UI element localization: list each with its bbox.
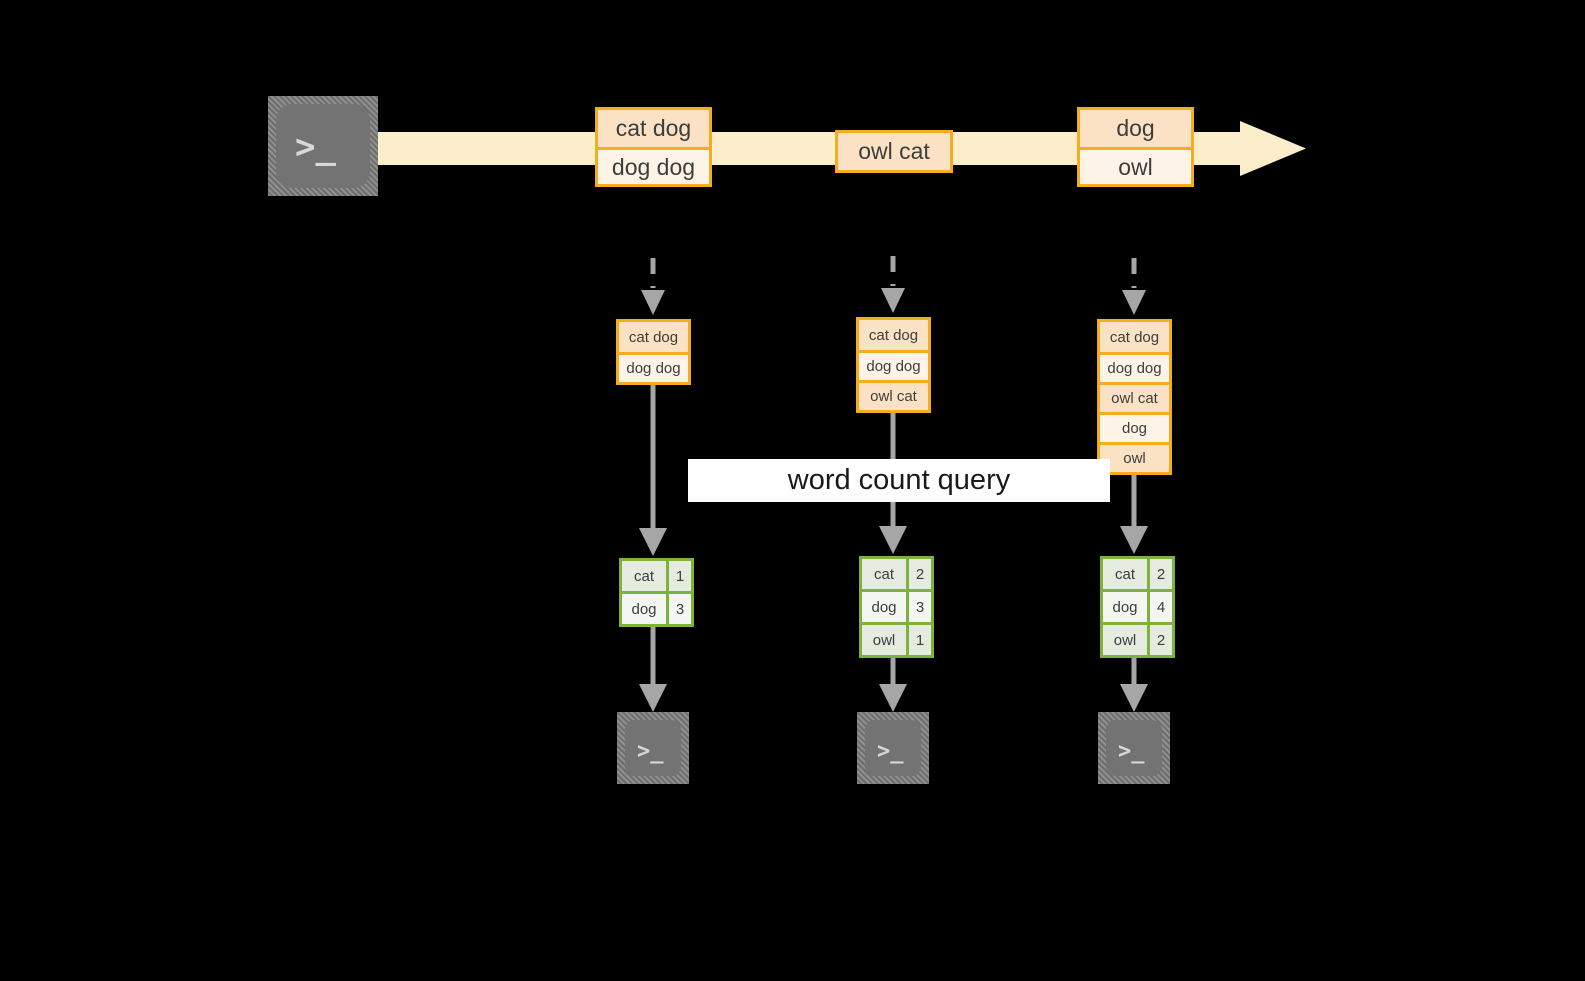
- result-count: 4: [1147, 592, 1172, 622]
- accumulated-row: owl: [1100, 442, 1169, 472]
- result-table-1[interactable]: cat 1 dog 3: [619, 558, 694, 627]
- result-row: cat 1: [622, 561, 691, 591]
- result-row: dog 3: [862, 589, 931, 622]
- result-word: dog: [862, 592, 906, 622]
- result-row: owl 2: [1103, 622, 1172, 655]
- accumulated-row: owl cat: [1100, 382, 1169, 412]
- terminal-prompt-glyph: >_: [877, 739, 904, 764]
- result-row: dog 3: [622, 591, 691, 624]
- result-word: dog: [622, 594, 666, 624]
- result-word: cat: [862, 559, 906, 589]
- stream-message-line: owl: [1080, 147, 1191, 184]
- terminal-prompt-glyph: >_: [637, 739, 664, 764]
- result-count: 1: [906, 625, 931, 655]
- stream-tap-arrowheads: [641, 288, 1146, 315]
- result-word: cat: [1103, 559, 1147, 589]
- result-count: 1: [666, 561, 691, 591]
- stream-message-line: dog: [1080, 110, 1191, 147]
- result-row: cat 2: [1103, 559, 1172, 589]
- terminal-prompt-glyph: >_: [1118, 739, 1145, 764]
- accumulated-row: cat dog: [1100, 322, 1169, 352]
- result-count: 2: [1147, 625, 1172, 655]
- accumulated-row: cat dog: [859, 320, 928, 350]
- accumulated-table-1[interactable]: cat dog dog dog: [616, 319, 691, 385]
- accumulated-row: dog: [1100, 412, 1169, 442]
- query-label: word count query: [688, 459, 1110, 502]
- result-word: cat: [622, 561, 666, 591]
- accumulated-table-3[interactable]: cat dog dog dog owl cat dog owl: [1097, 319, 1172, 475]
- accumulated-row: dog dog: [619, 352, 688, 382]
- stream-message-line: owl cat: [838, 133, 950, 170]
- output-connector-arrowheads: [639, 684, 1148, 712]
- stream-message-box-2[interactable]: owl cat: [835, 130, 953, 173]
- terminal-icon-source[interactable]: >_: [268, 96, 378, 196]
- result-count: 3: [906, 592, 931, 622]
- accumulated-row: cat dog: [619, 322, 688, 352]
- result-table-2[interactable]: cat 2 dog 3 owl 1: [859, 556, 934, 658]
- accumulated-row: dog dog: [1100, 352, 1169, 382]
- terminal-screen: >_: [625, 720, 681, 776]
- accumulated-row: dog dog: [859, 350, 928, 380]
- result-count: 2: [1147, 559, 1172, 589]
- result-row: cat 2: [862, 559, 931, 589]
- stream-message-line: dog dog: [598, 147, 709, 184]
- stream-tap-connectors: [650, 256, 1137, 288]
- accumulated-table-2[interactable]: cat dog dog dog owl cat: [856, 317, 931, 413]
- terminal-icon-sink-2[interactable]: >_: [857, 712, 929, 784]
- result-row: owl 1: [862, 622, 931, 655]
- result-word: dog: [1103, 592, 1147, 622]
- result-row: dog 4: [1103, 589, 1172, 622]
- stream-message-box-1[interactable]: cat dog dog dog: [595, 107, 712, 187]
- query-connector-arrowheads: [639, 526, 1148, 556]
- result-word: owl: [1103, 625, 1147, 655]
- stream-message-line: cat dog: [598, 110, 709, 147]
- result-word: owl: [862, 625, 906, 655]
- accumulated-row: owl cat: [859, 380, 928, 410]
- terminal-screen: >_: [1106, 720, 1162, 776]
- stream-message-box-3[interactable]: dog owl: [1077, 107, 1194, 187]
- output-connectors: [650, 624, 1137, 684]
- terminal-screen: >_: [865, 720, 921, 776]
- result-count: 3: [666, 594, 691, 624]
- result-table-3[interactable]: cat 2 dog 4 owl 2: [1100, 556, 1175, 658]
- terminal-screen: >_: [276, 104, 370, 188]
- terminal-prompt-glyph: >_: [295, 127, 336, 167]
- result-count: 2: [906, 559, 931, 589]
- terminal-icon-sink-3[interactable]: >_: [1098, 712, 1170, 784]
- terminal-icon-sink-1[interactable]: >_: [617, 712, 689, 784]
